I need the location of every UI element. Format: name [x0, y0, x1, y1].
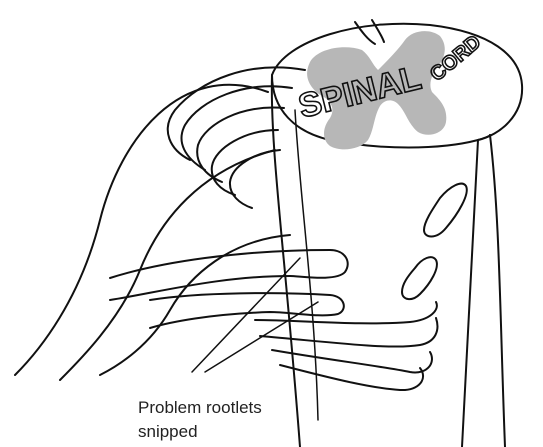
left-nerve-rootlets	[15, 67, 305, 380]
caption-line-2: snipped	[138, 420, 338, 444]
caption: Problem rootlets snipped	[138, 396, 338, 444]
rootlet-entry-slots	[402, 184, 467, 299]
caption-line-1: Problem rootlets	[138, 396, 338, 420]
snipped-rootlets	[110, 250, 437, 390]
